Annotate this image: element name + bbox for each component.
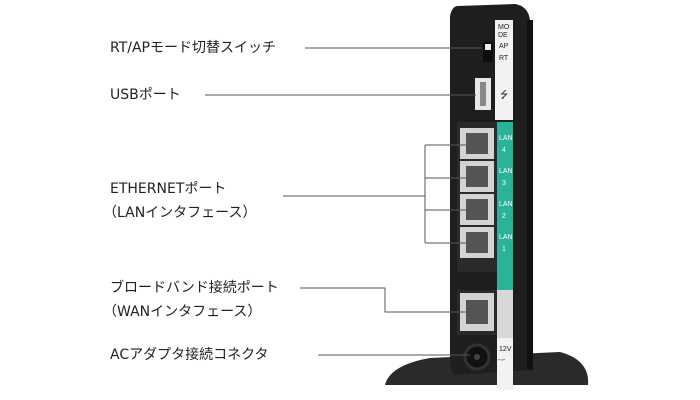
mode-switch[interactable] [483,42,493,62]
ethernet-port-label: ETHERNETポート [110,181,227,197]
mode-label: DE [498,32,508,39]
dc-polarity-icon: -◦- [498,357,506,364]
lan-strip [497,122,513,290]
lan-label: LAN [499,168,513,175]
lan-label: LAN [499,135,513,142]
lan-label: LAN [499,234,513,241]
leader-lines [205,47,482,356]
lan-port-number: 1 [502,246,506,253]
lan-interface-label: （LANインタフェース） [103,205,257,221]
ac-connector-label: ACアダプタ接続コネクタ [110,347,269,363]
lan-port-number: 2 [502,213,506,220]
lan-port-number: 3 [502,180,506,187]
usb-port-label: USBポート [110,87,181,103]
broadband-port-label: ブロードバンド接続ポート [110,280,279,296]
lan-label: LAN [499,201,513,208]
wan-interface-label: （WANインタフェース） [103,304,262,320]
label-strip [495,20,513,120]
mode-switch-label: RT/APモード切替スイッチ [110,40,276,56]
usb-icon: ⭍ [500,89,508,101]
mode-label: MO [498,24,510,31]
power-label: 12V [499,346,512,353]
lan-port-number: 4 [502,147,506,154]
rt-label: RT [499,55,509,62]
ap-label: AP [499,43,509,50]
